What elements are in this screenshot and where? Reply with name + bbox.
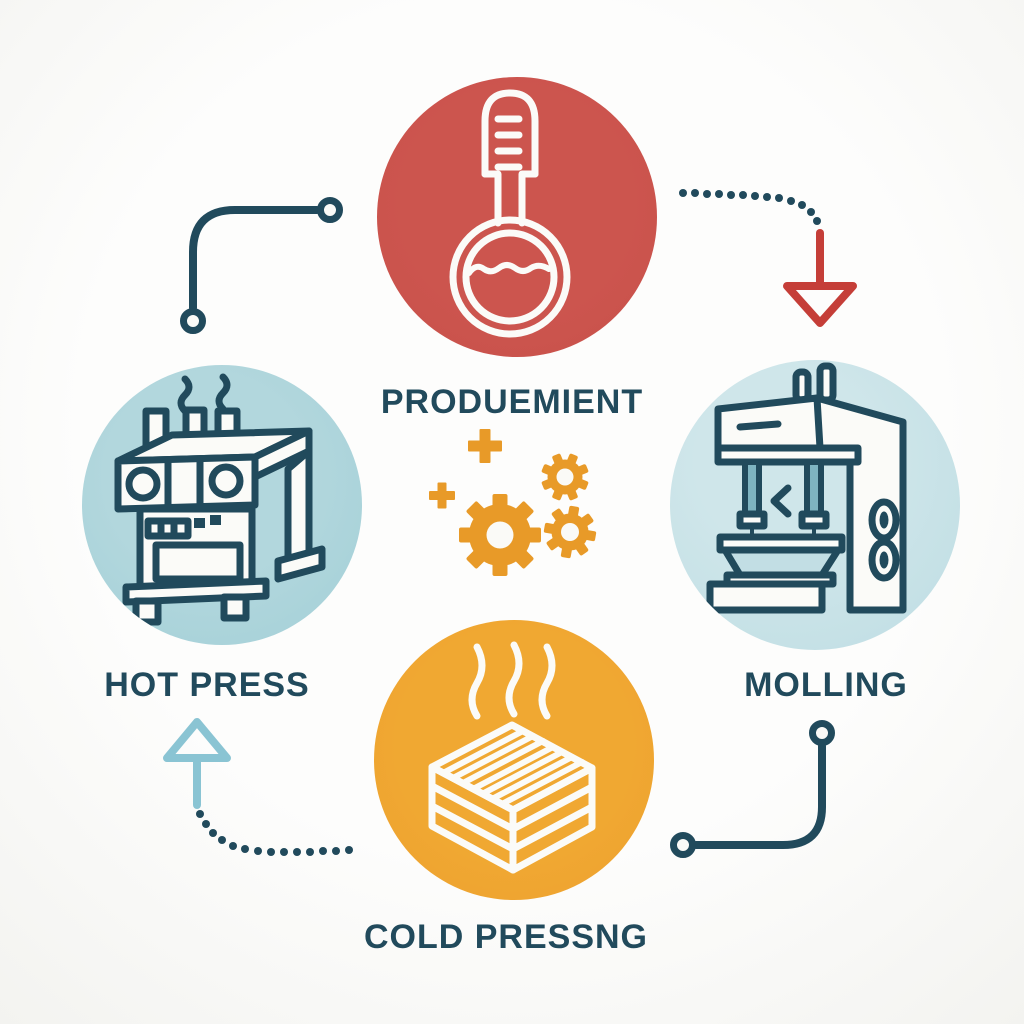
arrow-up-icon (163, 718, 231, 809)
connector-molling-to-coldpressing (670, 720, 835, 858)
node-label-hot-press: HOT PRESS (104, 666, 310, 704)
gear-icon-large (459, 494, 541, 576)
node-label-produemient: PRODUEMIENT (380, 383, 644, 421)
mold-die-icon (721, 546, 842, 579)
steam-icon (505, 641, 523, 718)
ring-endpoint-icon (670, 832, 696, 858)
chevron-left-icon (770, 484, 792, 518)
ring-endpoint-icon (317, 197, 343, 223)
node-label-molling: MOLLING (744, 666, 908, 704)
plus-icon-small (429, 482, 455, 509)
steam-icon (177, 375, 193, 415)
node-hot-press (82, 365, 362, 645)
steam-icon (538, 643, 556, 720)
dial-knob-icon (208, 463, 244, 499)
hot-press-machine-icon (114, 373, 326, 626)
gear-icon-small-upper (541, 453, 589, 501)
piston-icon (804, 459, 824, 517)
steam-icon (215, 373, 231, 413)
steam-icon (468, 643, 486, 720)
piston-icon (742, 459, 762, 517)
ring-endpoint-icon (809, 720, 835, 746)
node-cold-pressing (374, 620, 654, 900)
dial-knob-icon (125, 466, 161, 502)
node-produemient (377, 77, 657, 357)
stacked-panel-icon (428, 641, 596, 874)
molding-press-machine-icon (706, 362, 907, 614)
ring-endpoint-icon (180, 308, 206, 334)
connector-produemient-to-molling-dots (679, 189, 821, 225)
thermometer-icon (449, 89, 571, 338)
node-molling (670, 360, 960, 650)
node-label-cold-pressing: COLD PRESSNG (363, 918, 649, 956)
connector-coldpressing-to-hotpress (163, 718, 353, 856)
plus-icon-large (468, 429, 502, 463)
arrow-down-icon (783, 229, 857, 327)
gear-icon-small-lower (543, 505, 597, 559)
oven-door-icon (152, 541, 244, 583)
center-decoration (429, 429, 597, 576)
connector-hotpress-to-produemient (180, 197, 343, 334)
